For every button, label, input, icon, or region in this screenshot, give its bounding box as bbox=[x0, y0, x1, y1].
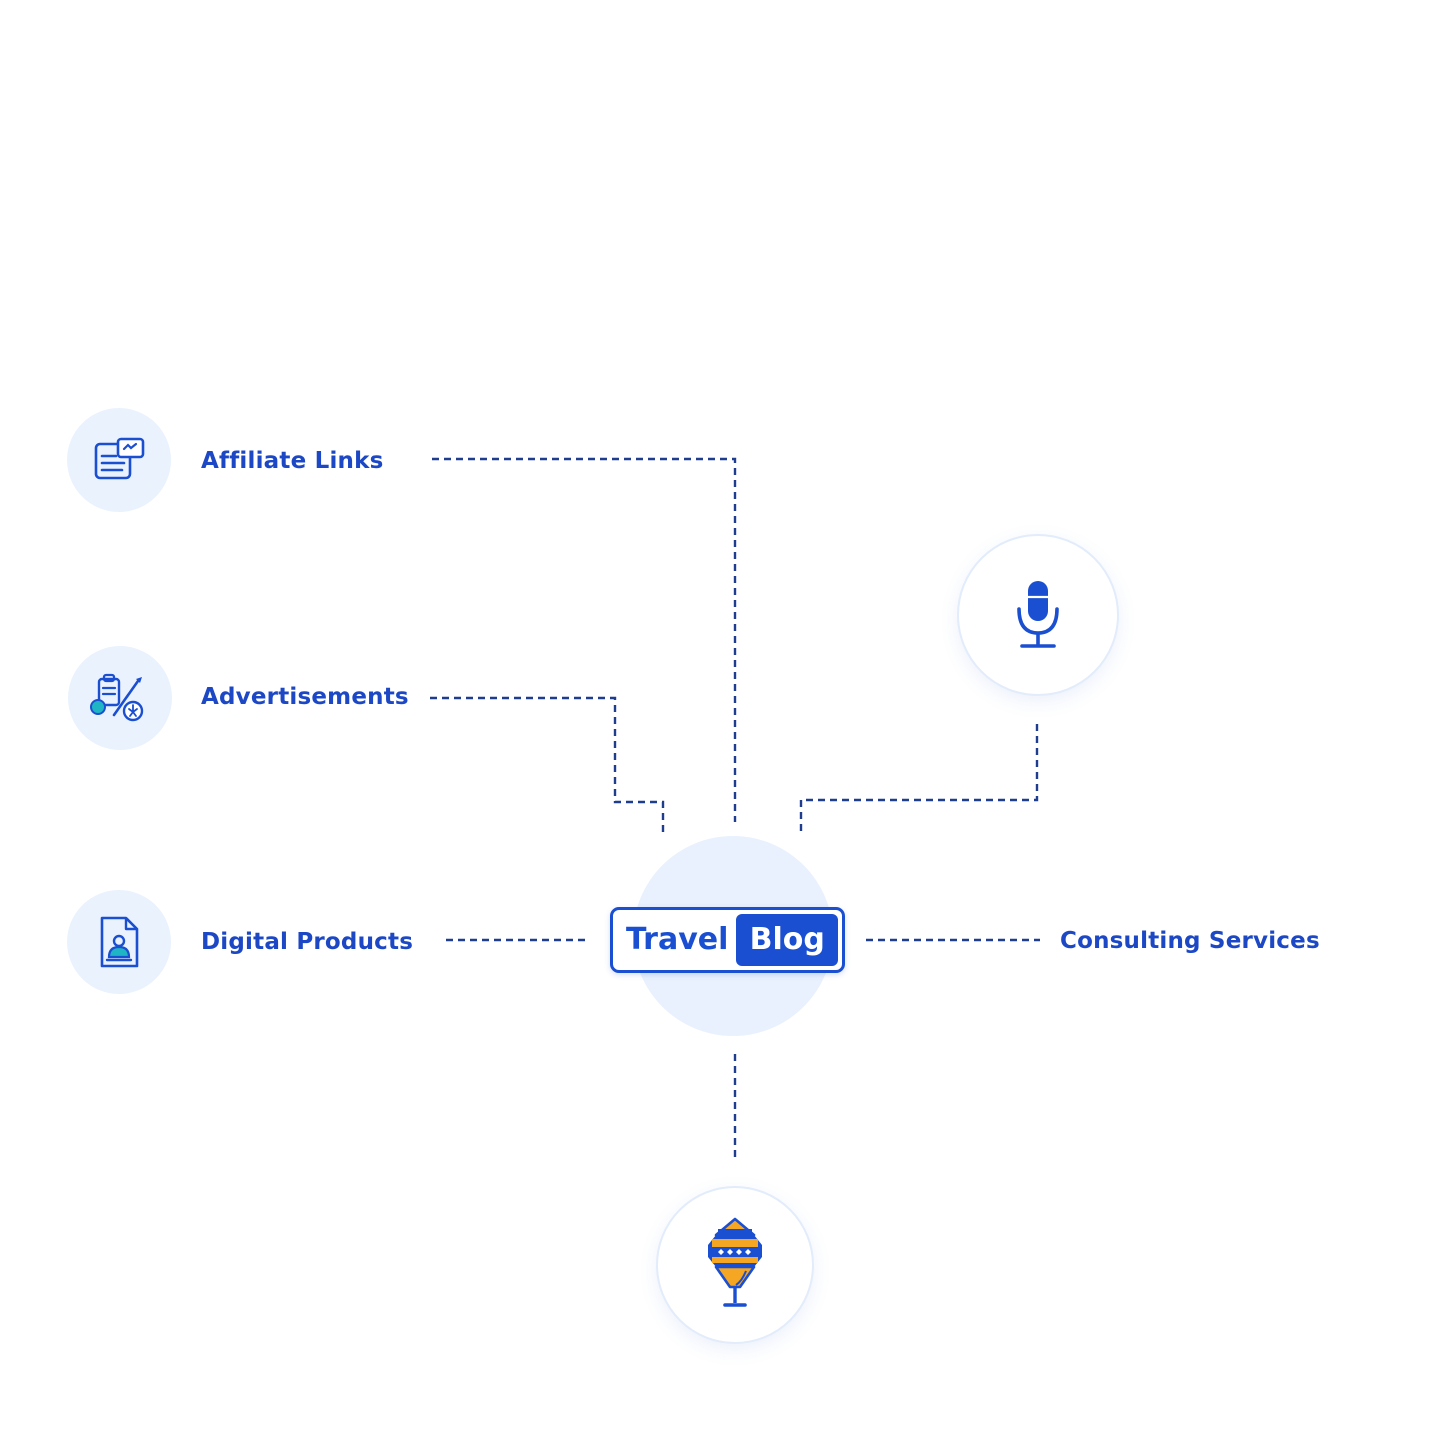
node-label-affiliate-links: Affiliate Links bbox=[201, 448, 384, 474]
digital-product-file-icon bbox=[100, 916, 139, 968]
podcast-icon-circle bbox=[957, 534, 1119, 696]
ads-icon-circle bbox=[68, 646, 172, 750]
travel-blog-logo: Travel Blog bbox=[610, 907, 845, 973]
lantern-icon bbox=[708, 1217, 762, 1307]
lantern-icon-circle bbox=[656, 1186, 814, 1344]
node-label-advertisements: Advertisements bbox=[201, 684, 409, 710]
node-label-consulting-services: Consulting Services bbox=[1060, 928, 1320, 954]
advertisement-tools-icon bbox=[90, 673, 144, 722]
affiliate-document-icon bbox=[94, 437, 145, 480]
node-label-digital-products: Digital Products bbox=[201, 929, 414, 955]
digital-icon-circle bbox=[67, 890, 171, 994]
connector-advertisements bbox=[430, 696, 665, 834]
affiliate-icon-circle bbox=[67, 408, 171, 512]
hub-word-blog: Blog bbox=[736, 914, 838, 966]
connector-podcast bbox=[799, 724, 1039, 832]
hub-word-travel: Travel bbox=[626, 922, 729, 957]
connector-affiliate bbox=[432, 457, 737, 822]
microphone-icon bbox=[1017, 581, 1059, 648]
